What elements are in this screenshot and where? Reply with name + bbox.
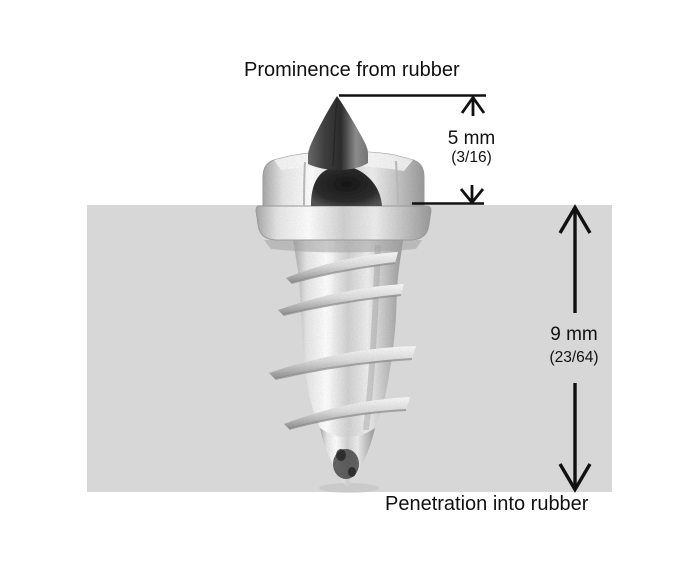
stud-hex-facet-right bbox=[395, 160, 399, 207]
penetration-up-arrow-icon bbox=[558, 204, 592, 234]
stud-thread-2 bbox=[278, 284, 404, 315]
stud-tip-speck-1 bbox=[336, 449, 346, 461]
stud-thread-4-shadow bbox=[288, 409, 407, 430]
prominence-fraction: (3/16) bbox=[451, 149, 492, 166]
prominence-value: 5 mm bbox=[447, 128, 496, 149]
penetration-label: Penetration into rubber bbox=[385, 493, 589, 515]
stud-thread-4 bbox=[284, 397, 410, 429]
penetration-value: 9 mm bbox=[550, 324, 598, 345]
stud-shadow bbox=[319, 483, 379, 493]
stud-flange-shadow bbox=[264, 240, 422, 253]
prominence-up-arrow-icon bbox=[460, 95, 486, 114]
tire-stud-image bbox=[255, 96, 432, 487]
dimension-annotations bbox=[339, 94, 592, 493]
stud-flange bbox=[255, 205, 432, 241]
stud-pin bbox=[308, 96, 368, 170]
penetration-down-arrow-icon bbox=[558, 463, 592, 493]
stud-body-highlight bbox=[323, 239, 334, 431]
penetration-fraction: (23/64) bbox=[549, 349, 599, 366]
stud-thread-1-shadow bbox=[290, 262, 396, 284]
stud-thread-3-shadow bbox=[274, 358, 413, 380]
stud-thread-1 bbox=[286, 252, 398, 283]
stud-tip-speck-2 bbox=[348, 467, 356, 477]
stud-thread-3 bbox=[269, 346, 416, 379]
stud-hex-facet-left bbox=[303, 161, 306, 207]
stud-pin-facet-edge bbox=[332, 97, 338, 168]
prominence-down-arrow-icon bbox=[459, 188, 485, 205]
prominence-label: Prominence from rubber bbox=[244, 59, 460, 81]
stud-thread-2-shadow bbox=[282, 294, 402, 316]
stud-dark-core bbox=[311, 166, 382, 206]
